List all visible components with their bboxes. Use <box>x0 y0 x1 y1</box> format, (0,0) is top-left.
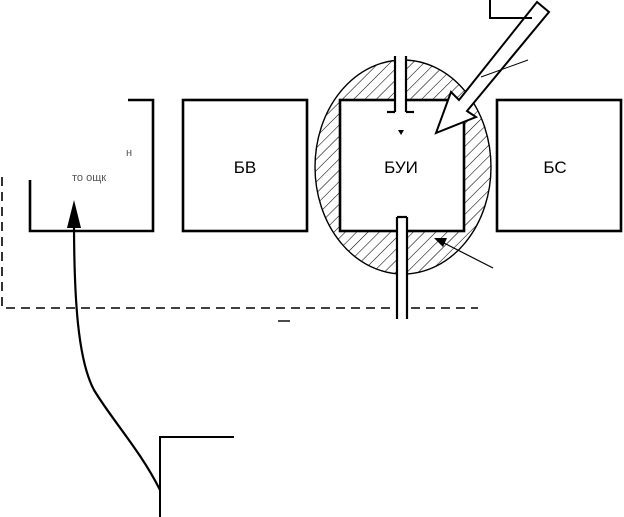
bottom-output-tube <box>395 215 409 319</box>
block-bs-label: БС <box>543 158 566 177</box>
leader-arrow-bottom <box>434 238 494 269</box>
curved-input-arrow <box>67 200 161 491</box>
top-input-tube <box>387 56 414 135</box>
left-block-partial-text-1: н <box>126 147 132 159</box>
block-bui-label: БУИ <box>384 158 418 177</box>
leader-line-top <box>480 59 529 78</box>
block-bs: БС <box>495 98 623 233</box>
left-block-partial-text-2: то ощк <box>72 172 106 184</box>
block-bv-label: БВ <box>234 158 257 177</box>
diagonal-input-arrow <box>434 0 551 135</box>
left-block <box>28 98 155 233</box>
block-bv: БВ <box>181 98 309 233</box>
bottom-left-bracket <box>159 436 234 517</box>
top-right-bracket <box>489 0 532 19</box>
